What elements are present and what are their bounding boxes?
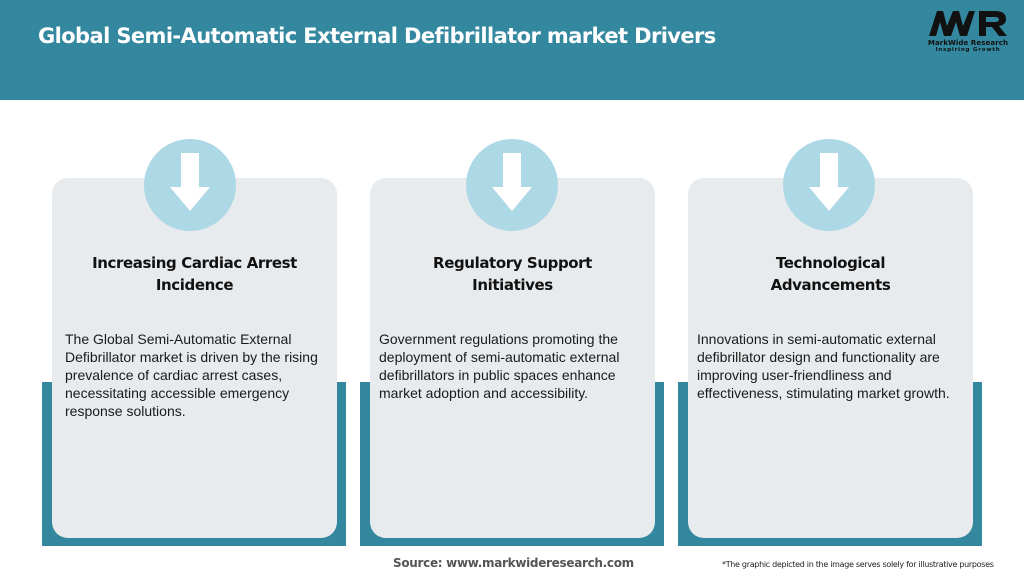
card-title: Increasing Cardiac Arrest Incidence	[92, 254, 297, 294]
driver-card: Technological Advancements Innovations i…	[688, 178, 973, 538]
driver-card: Regulatory Support Initiatives Governmen…	[370, 178, 655, 538]
source-text: Source: www.markwideresearch.com	[393, 556, 634, 570]
markwide-logo: MarkWide Research Inspiring Growth	[918, 8, 1018, 60]
arrow-down-icon	[170, 153, 210, 211]
card-title: Technological Advancements	[770, 254, 891, 294]
icon-circle	[144, 139, 236, 231]
card-body: The Global Semi-Automatic External Defib…	[65, 331, 318, 419]
logo-name: MarkWide Research	[927, 39, 1009, 47]
icon-circle	[783, 139, 875, 231]
mwr-logo-icon	[929, 11, 1007, 36]
card-body: Innovations in semi-automatic external d…	[697, 331, 950, 401]
card-body: Government regulations promoting the dep…	[379, 331, 620, 401]
driver-card: Increasing Cardiac Arrest Incidence The …	[52, 178, 337, 538]
logo-tagline: Inspiring Growth	[935, 47, 1001, 53]
header-banner: Global Semi-Automatic External Defibrill…	[0, 0, 1024, 100]
card-title: Regulatory Support Initiatives	[433, 254, 592, 294]
arrow-down-icon	[492, 153, 532, 211]
disclaimer-text: *The graphic depicted in the image serve…	[722, 560, 994, 569]
icon-circle	[466, 139, 558, 231]
arrow-down-icon	[809, 153, 849, 211]
page-title: Global Semi-Automatic External Defibrill…	[38, 24, 716, 48]
